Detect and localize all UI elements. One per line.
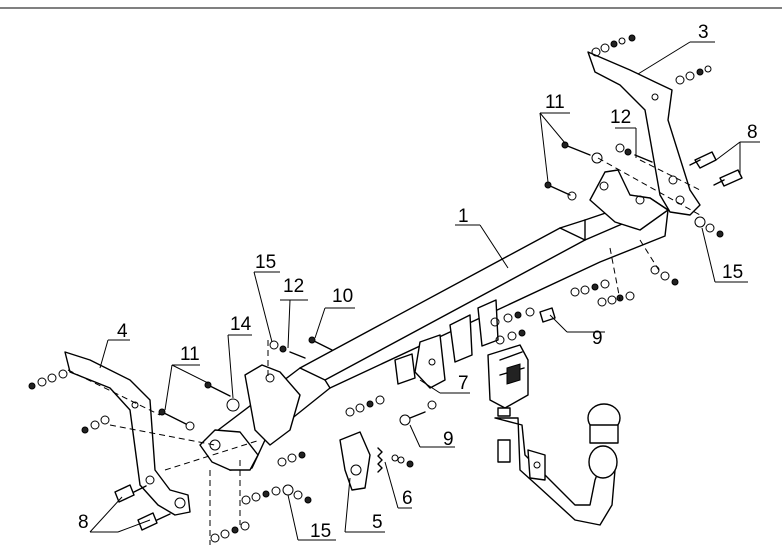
label-part-3: 3	[698, 22, 709, 43]
spring	[377, 447, 399, 473]
label-part-6: 6	[402, 488, 413, 509]
label-part-10: 10	[332, 286, 353, 307]
label-part-8-left: 8	[78, 512, 89, 533]
label-part-8-right: 8	[747, 122, 758, 143]
label-part-4: 4	[117, 321, 128, 342]
label-part-14: 14	[230, 314, 252, 335]
label-part-9-upper: 9	[592, 328, 603, 349]
label-part-11-right: 11	[545, 92, 565, 113]
assembly-lines	[67, 157, 701, 545]
left-side-bracket	[64, 351, 191, 516]
leader-lines	[89, 41, 760, 541]
label-part-12-right: 12	[610, 107, 631, 128]
clip-plate	[339, 431, 371, 491]
label-part-1: 1	[458, 206, 469, 227]
socket-bracket	[487, 344, 529, 417]
label-part-11-left: 11	[180, 344, 200, 365]
label-part-15-left: 15	[255, 252, 276, 273]
label-part-9-lower: 9	[443, 429, 454, 450]
part-labels: 1 3 4 5 6 7 8 8 9 9 10 11 11 12 12 14 15…	[78, 22, 758, 542]
label-part-7: 7	[458, 373, 469, 394]
label-part-15-right: 15	[722, 262, 743, 283]
label-part-15-bottom: 15	[310, 521, 331, 542]
label-part-5: 5	[372, 512, 383, 533]
fasteners	[28, 34, 743, 543]
tow-ball-neck	[494, 403, 621, 526]
label-part-12-left: 12	[283, 276, 304, 297]
crossbar-beam	[199, 169, 669, 471]
